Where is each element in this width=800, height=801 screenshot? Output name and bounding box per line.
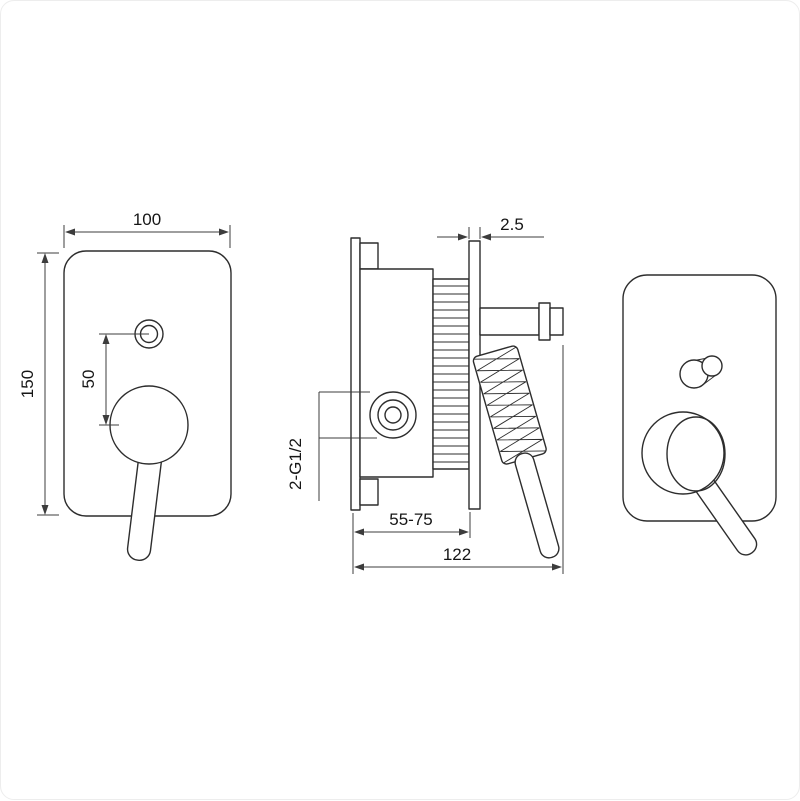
front-view: [63, 250, 232, 561]
dim-front-height: 150: [18, 370, 37, 398]
front-dimensions: 100 150 50: [18, 210, 231, 516]
side-handle-assembly: [472, 345, 560, 559]
arrowhead: [459, 528, 469, 536]
side-view: [350, 237, 564, 559]
side-mounting-lug-bottom: [359, 478, 379, 506]
perspective-diverter-cap: [701, 355, 723, 377]
arrowhead: [102, 334, 110, 344]
arrowhead: [481, 233, 491, 241]
perspective-view: [622, 274, 777, 556]
arrowhead: [219, 228, 229, 236]
front-height-extension-lines: [37, 252, 59, 516]
thread-leader-lines: [318, 391, 377, 501]
side-handle-lever: [514, 452, 560, 559]
side-diverter-stem: [479, 307, 540, 336]
arrowhead: [458, 233, 468, 241]
front-width-extension-lines: [63, 225, 231, 248]
side-dimensions: 2.5 55-75 122 2-G1/2: [286, 215, 564, 574]
dim-plate-thickness: 2.5: [500, 215, 524, 234]
label-thread-size: 2-G1/2: [286, 438, 305, 490]
arrowhead: [65, 228, 75, 236]
arrowhead: [354, 528, 364, 536]
dim-overall-depth: 122: [443, 545, 471, 564]
side-diverter-ring: [538, 302, 551, 341]
front-offset-extension-lines: [99, 333, 149, 426]
arrowhead: [354, 563, 364, 571]
dim-depth-range: 55-75: [389, 510, 432, 529]
perspective-handle-base: [641, 411, 725, 495]
arrowhead: [102, 415, 110, 425]
side-inlet-port-inner: [384, 406, 402, 424]
arrowhead: [552, 563, 562, 571]
dim-front-offset: 50: [79, 370, 98, 389]
side-mounting-lug-top: [359, 242, 379, 270]
side-valve-body: [359, 268, 434, 478]
thread-hatching: [433, 285, 469, 463]
perspective-handle-face-edge: [666, 416, 726, 492]
dim-front-width: 100: [133, 210, 161, 229]
side-diverter-cap: [549, 307, 564, 336]
front-handle-base: [109, 385, 189, 465]
side-mounting-plate: [350, 237, 361, 511]
side-inlet-port-outer: [369, 391, 417, 439]
side-inlet-port-mid: [377, 399, 409, 431]
side-depth-extension-lines: [352, 512, 471, 574]
knurl-hatching: [473, 346, 546, 464]
side-thickness-extension-lines: [468, 227, 481, 239]
arrowhead: [41, 505, 49, 515]
arrowhead: [41, 253, 49, 263]
